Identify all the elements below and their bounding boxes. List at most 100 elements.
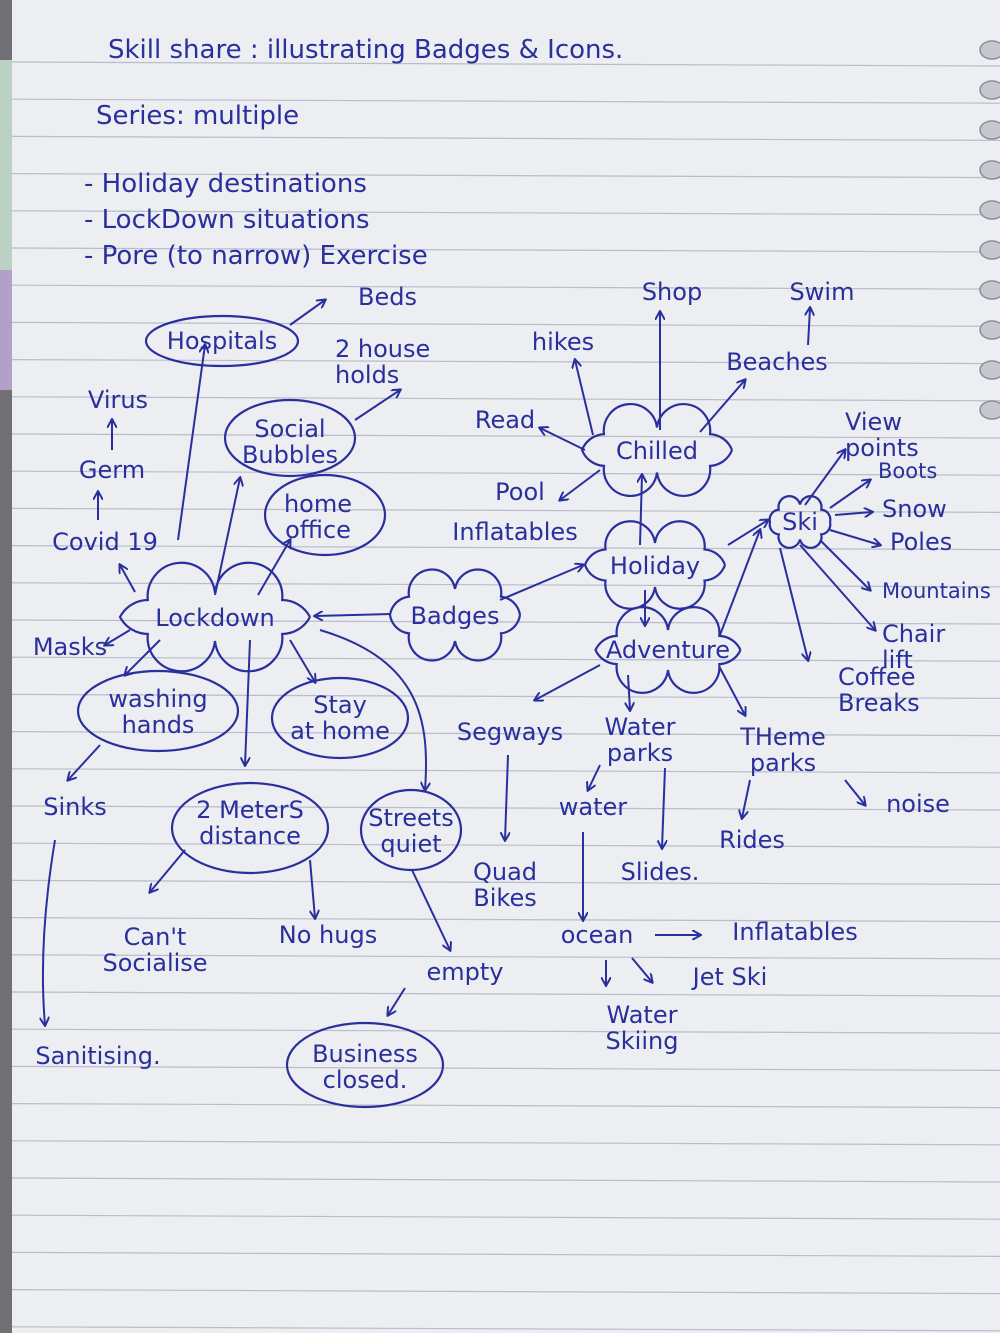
arrow-distance-to-hugs xyxy=(309,859,315,918)
rule-line xyxy=(11,693,1000,700)
rule-line xyxy=(11,396,1000,402)
node-pool-inflatables: Inflatables xyxy=(452,518,577,546)
node-adventure: Adventure xyxy=(606,636,730,664)
rule-line xyxy=(11,730,1000,737)
arrow-ski-to-snow xyxy=(834,512,872,515)
node-two-meters-line2: distance xyxy=(199,822,301,850)
spiral-binding-ring xyxy=(979,200,1000,220)
arrow-badges-to-lockdown xyxy=(315,614,391,616)
node-chilled: Chilled xyxy=(616,437,698,465)
rule-line xyxy=(11,768,1000,774)
social-bubbles-node-outline xyxy=(223,398,357,478)
node-ocean-inflatables: Inflatables xyxy=(732,918,857,946)
node-sanitising: Sanitising. xyxy=(35,1042,160,1070)
rule-line xyxy=(11,61,1000,67)
rule-line xyxy=(11,656,1000,662)
arrow-chilled-to-read xyxy=(540,428,586,451)
node-covid19: Covid 19 xyxy=(52,528,158,556)
arrow-chilled-to-beaches xyxy=(699,380,745,433)
node-theme-parks-line2: parks xyxy=(750,749,816,777)
node-business-closed-line1: Business xyxy=(312,1040,418,1068)
node-segways: Segways xyxy=(457,718,563,746)
node-noise: noise xyxy=(886,790,950,818)
arrow-holiday-to-chilled xyxy=(640,475,642,546)
rule-line xyxy=(11,1140,1000,1146)
rule-line xyxy=(11,544,1000,551)
rule-line xyxy=(11,1251,1000,1258)
arrow-ski-to-mountains xyxy=(819,539,870,590)
arrow-adventure-to-waterparks xyxy=(628,674,630,710)
node-washing-hands-line1: washing xyxy=(108,685,207,713)
arrow-waterparks-to-water xyxy=(588,764,601,790)
arrow-lockdown-to-distance xyxy=(245,639,251,765)
node-snow: Snow xyxy=(882,495,947,523)
node-social-bubbles-line2: Bubbles xyxy=(242,441,338,469)
arrow-lockdown-to-social xyxy=(214,478,240,596)
node-cant-socialise-line1: Can't xyxy=(124,923,187,951)
node-1: - LockDown situations xyxy=(84,205,370,235)
streets-quiet-node-outline xyxy=(359,788,463,872)
node-two-meters-line1: 2 MeterS xyxy=(196,796,304,824)
node-read: Read xyxy=(475,406,535,434)
node-rides: Rides xyxy=(719,826,785,854)
rule-line xyxy=(11,321,1000,327)
node-title: Skill share : illustrating Badges & Icon… xyxy=(108,35,623,65)
spiral-binding-ring xyxy=(979,280,1000,300)
node-washing-hands-line2: hands xyxy=(122,711,195,739)
adventure-node-outline xyxy=(594,606,742,694)
stay-at-home-node-outline xyxy=(270,676,410,760)
rule-line xyxy=(11,991,1000,997)
node-stay-at-home-line1: Stay xyxy=(313,691,367,719)
arrow-sinks-to-sanitising xyxy=(43,839,56,1025)
node-social-bubbles-line1: Social xyxy=(254,415,325,443)
node-no-hugs: No hugs xyxy=(279,921,377,949)
node-ski: Ski xyxy=(782,508,818,536)
node-germ: Germ xyxy=(79,456,145,484)
arrow-distance-to-socialise xyxy=(150,849,186,892)
node-0: - Holiday destinations xyxy=(84,169,367,199)
arrow-badges-to-holiday xyxy=(499,565,583,601)
rule-line xyxy=(11,210,1000,216)
spiral-binding-ring xyxy=(979,120,1000,140)
node-series: Series: multiple xyxy=(96,101,299,131)
rule-line xyxy=(11,1028,1000,1034)
arrow-hospitals-to-beds xyxy=(289,300,325,326)
node-virus: Virus xyxy=(88,386,148,414)
rule-line xyxy=(11,1288,1000,1295)
rule-line xyxy=(11,173,1000,179)
node-shop: Shop xyxy=(642,278,702,306)
node-hikes: hikes xyxy=(532,328,594,356)
arrow-adventure-to-segways xyxy=(535,664,601,700)
node-slides: Slides. xyxy=(621,858,700,886)
spiral-binding-ring xyxy=(979,80,1000,100)
node-sinks: Sinks xyxy=(43,793,107,821)
arrow-themeparks-to-noise xyxy=(844,779,865,805)
node-home-office-line2: office xyxy=(285,516,351,544)
node-boots: Boots xyxy=(878,459,937,483)
rule-line xyxy=(11,1177,1000,1183)
rule-line xyxy=(11,916,1000,923)
arrow-waterparks-to-slides xyxy=(662,767,665,848)
arrow-streets-to-empty xyxy=(411,869,450,950)
node-business-closed-line2: closed. xyxy=(323,1066,408,1094)
arrow-adventure-to-themeparks xyxy=(719,667,745,715)
node-holiday: Holiday xyxy=(610,552,700,580)
paper-sheet xyxy=(12,0,1000,1333)
node-cant-socialise-line2: Socialise xyxy=(102,949,207,977)
spiral-binding-ring xyxy=(979,320,1000,340)
arrow-lockdown-to-stay xyxy=(289,639,315,682)
hospitals-node-outline xyxy=(144,314,300,368)
rule-line xyxy=(11,135,1000,141)
node-quad-bikes-line2: Bikes xyxy=(473,884,536,912)
arrow-adventure-to-ski xyxy=(719,530,760,636)
arrow-lockdown-to-washing xyxy=(125,639,161,675)
business-closed-node-outline xyxy=(285,1021,445,1109)
spiral-binding-ring xyxy=(979,240,1000,260)
arrow-themeparks-to-rides xyxy=(742,779,751,818)
arrow-social-to-households xyxy=(354,390,400,421)
rule-line xyxy=(11,433,1000,439)
rule-line xyxy=(11,284,1000,290)
arrow-ski-to-coffee xyxy=(779,547,808,660)
